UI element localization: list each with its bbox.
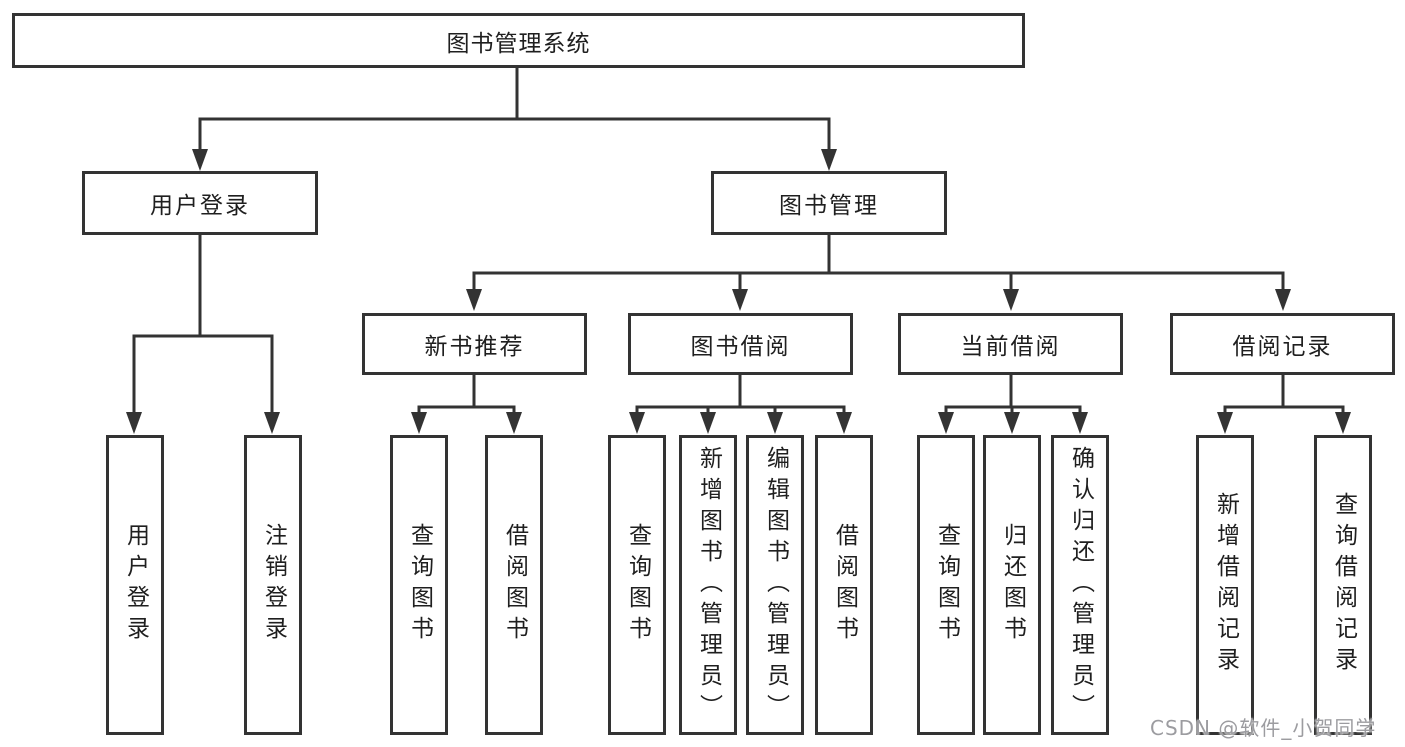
leaf-logout: 注销登录: [244, 435, 302, 735]
arrowhead-icon: [836, 412, 852, 434]
node-label: 借阅图书: [501, 523, 528, 647]
node-new-book-recommendation: 新书推荐: [362, 313, 587, 375]
node-label: 查询图书: [406, 523, 433, 647]
connector-borrow-records-span: [1223, 405, 1345, 414]
arrowhead-icon: [1275, 289, 1291, 311]
leaf-user-login: 用户登录: [106, 435, 164, 735]
arrowhead-icon: [732, 289, 748, 311]
leaf-add-borrow-record: 新增借阅记录: [1196, 435, 1254, 735]
arrowhead-icon: [700, 412, 716, 434]
connector-book-borrow-span: [635, 405, 846, 414]
node-book-borrowing: 图书借阅: [628, 313, 853, 375]
arrowhead-icon: [1003, 289, 1019, 311]
node-label: 查询图书: [933, 523, 960, 647]
node-label: 编辑图书（管理员）: [762, 445, 789, 725]
arrowhead-icon: [938, 412, 954, 434]
node-label: 用户登录: [150, 193, 250, 219]
arrowhead-icon: [767, 412, 783, 434]
node-label: 图书管理系统: [446, 30, 591, 57]
arrowhead-icon: [466, 289, 482, 311]
leaf-query-books: 查询图书: [608, 435, 666, 735]
leaf-query-borrow-record: 查询借阅记录: [1314, 435, 1372, 735]
leaf-query-books: 查询图书: [390, 435, 448, 735]
connector-user-login-span: [132, 334, 274, 416]
node-root-library-management-system: 图书管理系统: [12, 13, 1025, 68]
node-book-management: 图书管理: [711, 171, 947, 235]
arrowhead-icon: [1217, 412, 1233, 434]
node-label: 确认归还（管理员）: [1067, 445, 1094, 725]
arrowhead-icon: [506, 412, 522, 434]
arrowhead-icon: [1004, 412, 1020, 434]
csdn-watermark: CSDN @软件_小贺同学: [1150, 716, 1377, 740]
node-current-borrowing: 当前借阅: [898, 313, 1123, 375]
arrowhead-icon: [821, 149, 837, 171]
arrowhead-icon: [1335, 412, 1351, 434]
arrowhead-icon: [629, 412, 645, 434]
leaf-confirm-return-admin: 确认归还（管理员）: [1051, 435, 1109, 735]
node-label: 归还图书: [999, 523, 1026, 647]
node-label: 当前借阅: [960, 334, 1061, 360]
node-label: 图书借阅: [690, 334, 791, 360]
arrowhead-icon: [264, 412, 280, 434]
leaf-borrow-books: 借阅图书: [485, 435, 543, 735]
node-label: 新增图书（管理员）: [695, 445, 722, 725]
node-borrowing-records: 借阅记录: [1170, 313, 1395, 375]
connector-book-mgmt-span: [472, 271, 1285, 293]
arrowhead-icon: [192, 149, 208, 171]
node-label: 注销登录: [260, 523, 287, 647]
node-label: 查询借阅记录: [1330, 492, 1357, 678]
leaf-borrow-books: 借阅图书: [815, 435, 873, 735]
node-label: 查询图书: [624, 523, 651, 647]
leaf-return-books: 归还图书: [983, 435, 1041, 735]
node-label: 图书管理: [779, 193, 879, 219]
connector-root-span: [198, 117, 831, 152]
node-label: 借阅记录: [1232, 334, 1333, 360]
leaf-edit-books-admin: 编辑图书（管理员）: [746, 435, 804, 735]
leaf-query-books: 查询图书: [917, 435, 975, 735]
connector-new-book-span: [417, 405, 516, 414]
arrowhead-icon: [126, 412, 142, 434]
node-user-login: 用户登录: [82, 171, 318, 235]
arrowhead-icon: [411, 412, 427, 434]
node-label: 新增借阅记录: [1212, 492, 1239, 678]
leaf-add-books-admin: 新增图书（管理员）: [679, 435, 737, 735]
arrowhead-icon: [1072, 412, 1088, 434]
node-label: 新书推荐: [424, 334, 525, 360]
node-label: 借阅图书: [831, 523, 858, 647]
node-label: 用户登录: [122, 523, 149, 647]
